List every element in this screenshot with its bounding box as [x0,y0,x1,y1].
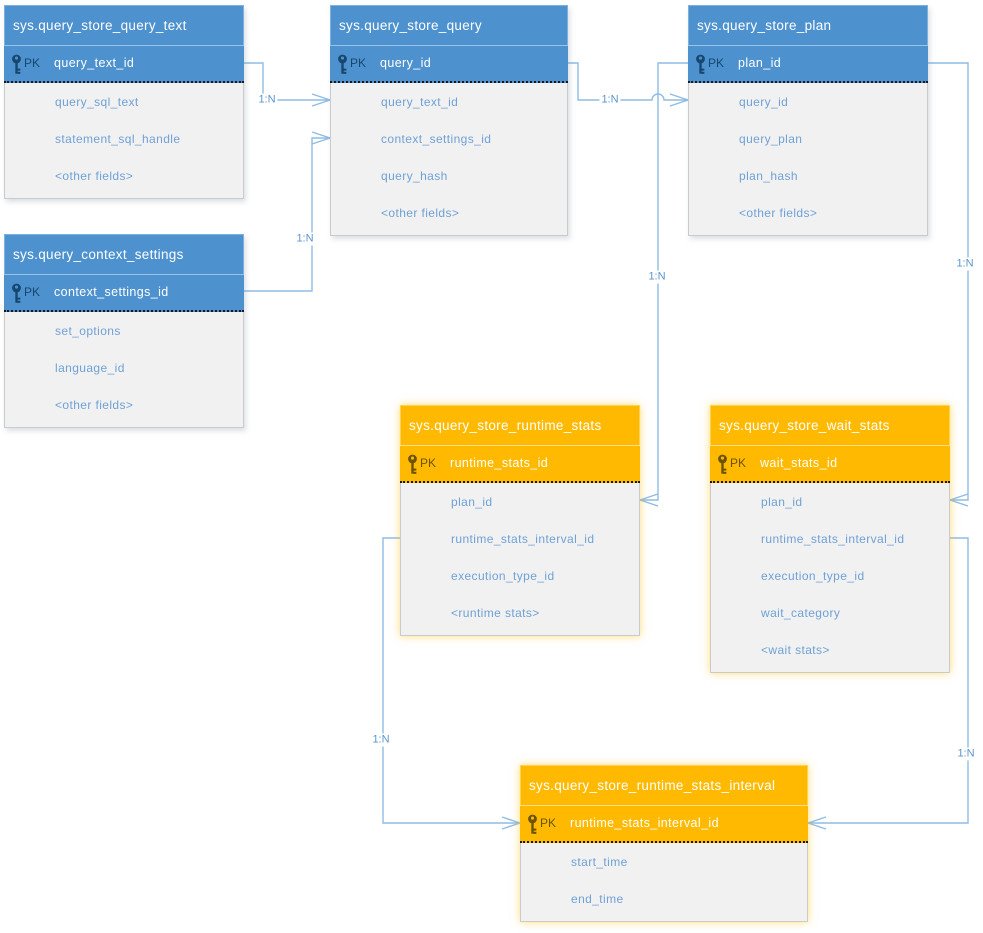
field-row: execution_type_id [451,569,555,583]
connector-context-settings-to-query [244,137,330,292]
field-row: <other fields> [381,206,460,220]
pk-label: PK [350,56,367,70]
key-icon [12,283,21,303]
cardinality-label: 1:N [646,270,668,284]
field-row: <runtime stats> [451,606,540,620]
pk-field-name: context_settings_id [54,285,169,299]
entity-query-context-settings: sys.query_context_settings PK context_se… [4,234,244,428]
field-row: runtime_stats_interval_id [761,532,905,546]
table-title: sys.query_store_plan [688,5,928,45]
connector-query-to-plan [568,62,688,101]
field-row: plan_id [761,495,803,509]
cardinality-label: 1:N [955,747,977,761]
connector-wait-stats-to-interval [808,537,969,824]
pk-field-name: runtime_stats_id [450,456,549,470]
connector-query-text-to-query [244,62,330,101]
entity-query-store-wait-stats: sys.query_store_wait_stats PK wait_stats… [710,405,950,673]
arrowhead-icon [805,816,827,830]
cardinality-label: 1:N [370,733,392,747]
table-title: sys.query_store_runtime_stats_interval [520,765,808,805]
pk-row: PK wait_stats_id [710,445,950,483]
field-row: query_sql_text [55,95,139,109]
key-icon [718,454,727,474]
field-row: runtime_stats_interval_id [451,532,595,546]
field-row: <other fields> [55,398,134,412]
pk-label: PK [730,456,747,470]
field-row: <other fields> [739,206,818,220]
field-row: query_plan [739,132,803,146]
field-row: execution_type_id [761,569,865,583]
field-list: plan_id runtime_stats_interval_id execut… [400,483,640,636]
pk-row: PK runtime_stats_interval_id [520,805,808,843]
table-title: sys.query_store_wait_stats [710,405,950,445]
cardinality-label: 1:N [294,232,316,246]
pk-label: PK [540,816,557,830]
pk-label: PK [24,56,41,70]
key-icon [338,54,347,74]
pk-row: PK query_text_id [4,45,244,83]
connector-runtime-stats-to-interval [382,537,520,824]
pk-row: PK context_settings_id [4,274,244,312]
entity-query-store-runtime-stats-interval: sys.query_store_runtime_stats_interval P… [520,765,808,922]
field-row: query_id [739,95,789,109]
pk-label: PK [708,56,725,70]
pk-field-name: query_text_id [54,56,135,70]
field-list: query_text_id context_settings_id query_… [330,83,568,236]
table-title: sys.query_store_query [330,5,568,45]
arrowhead-icon [947,493,969,507]
field-row: statement_sql_handle [55,132,181,146]
table-title: sys.query_store_runtime_stats [400,405,640,445]
key-icon [528,814,537,834]
field-row: set_options [55,324,121,338]
entity-query-store-query: sys.query_store_query PK query_id query_… [330,5,568,236]
field-row: plan_id [451,495,493,509]
cardinality-label: 1:N [256,93,278,107]
field-list: start_time end_time [520,843,808,922]
field-row: <wait stats> [761,643,830,657]
arrowhead-icon [637,493,659,507]
field-row: wait_category [761,606,841,620]
field-list: query_id query_plan plan_hash <other fie… [688,83,928,236]
pk-row: PK plan_id [688,45,928,83]
field-list: plan_id runtime_stats_interval_id execut… [710,483,950,673]
key-icon [696,54,705,74]
entity-query-store-plan: sys.query_store_plan PK plan_id query_id… [688,5,928,236]
key-icon [12,54,21,74]
pk-label: PK [24,285,41,299]
pk-row: PK runtime_stats_id [400,445,640,483]
pk-label: PK [420,456,437,470]
cardinality-label: 1:N [954,257,976,271]
pk-field-name: query_id [380,56,432,70]
entity-query-store-query-text: sys.query_store_query_text PK query_text… [4,5,244,199]
field-row: start_time [571,855,628,869]
key-icon [408,454,417,474]
field-row: end_time [571,892,624,906]
pk-field-name: runtime_stats_interval_id [570,816,719,830]
pk-row: PK query_id [330,45,568,83]
field-row: query_text_id [381,95,459,109]
connector-plan-to-wait-stats [928,62,969,501]
field-row: <other fields> [55,169,134,183]
table-title: sys.query_context_settings [4,234,244,274]
pk-field-name: plan_id [738,56,782,70]
cardinality-label: 1:N [599,93,621,107]
field-list: query_sql_text statement_sql_handle <oth… [4,83,244,199]
field-row: plan_hash [739,169,798,183]
field-row: query_hash [381,169,448,183]
field-row: context_settings_id [381,132,492,146]
pk-field-name: wait_stats_id [760,456,838,470]
table-title: sys.query_store_query_text [4,5,244,45]
field-list: set_options language_id <other fields> [4,312,244,428]
field-row: language_id [55,361,125,375]
entity-query-store-runtime-stats: sys.query_store_runtime_stats PK runtime… [400,405,640,636]
